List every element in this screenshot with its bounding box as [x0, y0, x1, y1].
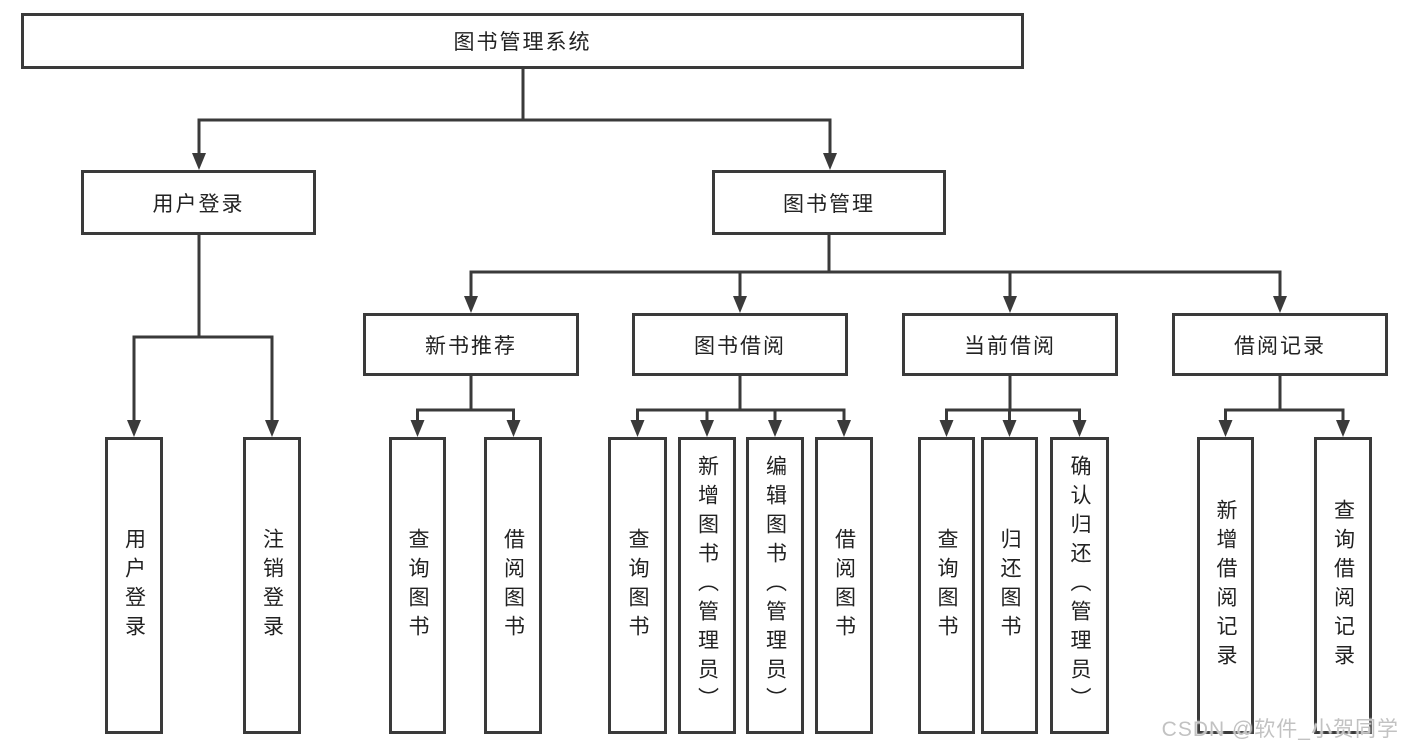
leaf-add-books-admin: 新增图书（管理员） [678, 437, 736, 734]
connector-bookmgmt-to-sections [469, 235, 1282, 298]
leaf-label: 查询图书 [935, 527, 958, 644]
leaf-borrow-books: 借阅图书 [815, 437, 873, 734]
arrow-down-icon [837, 420, 851, 437]
node-label: 新书推荐 [425, 334, 517, 358]
csdn-watermark: CSDN @软件_小贺同学 [1161, 718, 1399, 741]
arrow-down-icon [768, 420, 782, 437]
leaf-query-borrow-record: 查询借阅记录 [1314, 437, 1372, 734]
node-system-root: 图书管理系统 [21, 13, 1024, 69]
arrow-down-icon [464, 296, 478, 313]
leaf-query-books-current: 查询图书 [918, 437, 975, 734]
node-book-borrow: 图书借阅 [632, 313, 848, 376]
arrowheads [127, 153, 1350, 437]
arrow-down-icon [700, 420, 714, 437]
node-current-borrow: 当前借阅 [902, 313, 1118, 376]
node-user-login: 用户登录 [81, 170, 316, 235]
arrow-down-icon [1218, 420, 1233, 437]
connector-records-to-leaves [1224, 376, 1345, 423]
connector-bookborrow-to-leaves [636, 376, 846, 423]
arrow-down-icon [1003, 296, 1017, 313]
leaf-label: 用户登录 [122, 527, 146, 644]
leaf-label: 归还图书 [998, 527, 1021, 644]
connector-newbook-to-leaves [416, 376, 515, 423]
connector-root-to-level2 [197, 69, 832, 156]
leaf-label: 借阅图书 [832, 527, 856, 644]
leaf-label: 查询借阅记录 [1331, 498, 1355, 673]
arrow-down-icon [1072, 420, 1087, 437]
leaf-label: 确认归还（管理员） [1068, 455, 1091, 716]
connector-userlogin-to-leaves [132, 235, 274, 423]
arrow-down-icon [1273, 296, 1287, 313]
connector-currentborrow-to-leaves [945, 376, 1081, 423]
node-label: 图书管理系统 [453, 31, 592, 54]
node-label: 图书借阅 [694, 334, 786, 358]
arrow-down-icon [1336, 420, 1350, 437]
arrow-down-icon [506, 420, 521, 437]
arrow-down-icon [630, 420, 645, 437]
leaf-label: 注销登录 [260, 527, 284, 644]
node-new-book-recommend: 新书推荐 [363, 313, 579, 376]
leaf-query-books-recommend: 查询图书 [389, 437, 446, 734]
leaf-edit-books-admin: 编辑图书（管理员） [746, 437, 804, 734]
leaf-logout: 注销登录 [243, 437, 301, 734]
arrow-down-icon [192, 153, 206, 170]
arrow-down-icon [733, 296, 747, 313]
leaf-borrow-books-recommend: 借阅图书 [484, 437, 542, 734]
leaf-user-login: 用户登录 [105, 437, 163, 734]
arrow-down-icon [127, 420, 141, 437]
node-label: 图书管理 [783, 192, 875, 216]
arrow-down-icon [939, 420, 954, 437]
node-label: 用户登录 [152, 192, 245, 216]
leaf-label: 新增图书（管理员） [695, 455, 719, 716]
leaf-confirm-return-admin: 确认归还（管理员） [1050, 437, 1109, 734]
arrow-down-icon [1002, 420, 1017, 437]
arrow-down-icon [265, 420, 279, 437]
arrow-down-icon [823, 153, 837, 170]
leaf-query-books-borrow: 查询图书 [608, 437, 667, 734]
leaf-label: 查询图书 [406, 527, 429, 644]
node-borrow-records: 借阅记录 [1172, 313, 1388, 376]
node-label: 借阅记录 [1234, 334, 1326, 358]
leaf-add-borrow-record: 新增借阅记录 [1197, 437, 1254, 734]
node-label: 当前借阅 [964, 334, 1056, 358]
arrow-down-icon [410, 420, 425, 437]
leaf-label: 编辑图书（管理员） [763, 455, 787, 716]
leaf-label: 查询图书 [626, 527, 649, 644]
leaf-label: 新增借阅记录 [1214, 498, 1237, 673]
leaf-label: 借阅图书 [501, 527, 525, 644]
leaf-return-books: 归还图书 [981, 437, 1038, 734]
node-book-management: 图书管理 [712, 170, 946, 235]
